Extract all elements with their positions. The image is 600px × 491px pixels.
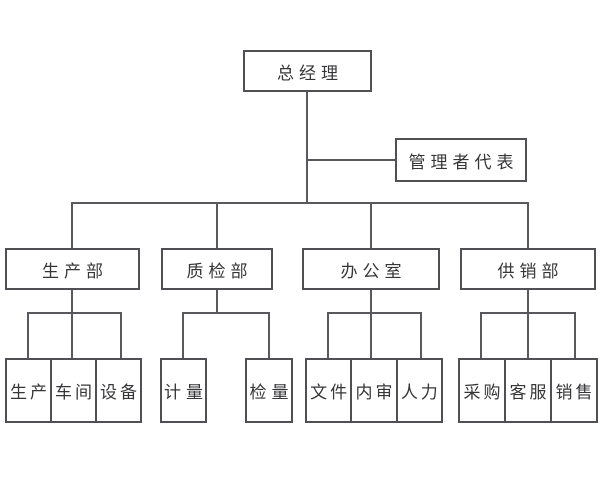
connector-drop-purchasing-unit [480, 312, 482, 358]
internal-audit-unit-label: 内审 [355, 383, 396, 402]
connector-bus-production [27, 312, 122, 314]
connector-drop-equipment-unit [120, 312, 122, 358]
production-units-group: 生产 车间 设备 [5, 358, 142, 423]
connector-drop-hr-unit [420, 312, 422, 358]
documents-unit-label: 文件 [310, 383, 351, 402]
connector-spine-office [370, 290, 372, 358]
sales-unit-label: 销售 [555, 383, 596, 402]
connector-stub-quality [216, 290, 218, 314]
connector-drop-documents-unit [327, 312, 329, 358]
office-units-group: 文件 内审 人力 [305, 358, 443, 423]
hr-unit-label: 人力 [400, 383, 441, 402]
connector-drop-quality [216, 202, 218, 248]
connector-drop-inspection-unit [268, 312, 270, 358]
connector-drop-production-unit [27, 312, 29, 358]
documents-unit: 文件 [307, 360, 350, 421]
connector-bus-quality [182, 312, 270, 314]
connector-bus-supply [480, 312, 576, 314]
connector-spine-production [71, 290, 73, 358]
purchasing-unit-label: 采购 [463, 383, 504, 402]
hr-unit: 人力 [398, 360, 441, 421]
connector-root-trunk [306, 92, 308, 204]
customer-service-unit: 客服 [504, 360, 552, 421]
connector-level2-bus [71, 202, 529, 204]
connector-drop-production [71, 202, 73, 248]
general-manager-label: 总经理 [277, 63, 343, 83]
management-representative-label: 管理者代表 [408, 152, 519, 172]
purchasing-unit: 采购 [460, 360, 504, 421]
management-representative-box: 管理者代表 [395, 138, 527, 182]
sales-unit: 销售 [552, 360, 596, 421]
equipment-unit: 设备 [97, 360, 140, 421]
inspection-unit: 检量 [245, 358, 293, 423]
dept-office-label: 办公室 [340, 261, 407, 281]
general-manager-box: 总经理 [243, 50, 372, 92]
connector-bus-office [327, 312, 422, 314]
production-unit: 生产 [7, 360, 50, 421]
connector-drop-metrology-unit [182, 312, 184, 358]
dept-supply-label: 供销部 [497, 261, 564, 281]
workshop-unit: 车间 [50, 360, 97, 421]
connector-spine-supply [527, 290, 529, 358]
customer-service-unit-label: 客服 [509, 383, 550, 402]
workshop-unit-label: 车间 [55, 383, 95, 402]
dept-production-label: 生产部 [42, 261, 108, 281]
metrology-unit-label: 计量 [164, 383, 208, 402]
inspection-unit-label: 检量 [249, 383, 294, 402]
dept-quality-box: 质检部 [161, 248, 273, 290]
connector-drop-office [370, 202, 372, 248]
connector-drop-sales-unit [574, 312, 576, 358]
supply-units-group: 采购 客服 销售 [458, 358, 598, 423]
dept-office-box: 办公室 [302, 248, 440, 290]
metrology-unit: 计量 [160, 358, 207, 423]
production-unit-label: 生产 [10, 383, 50, 402]
connector-mgmt-rep-branch [306, 159, 395, 161]
dept-production-box: 生产部 [5, 248, 140, 290]
connector-drop-supply [527, 202, 529, 248]
equipment-unit-label: 设备 [100, 383, 140, 402]
internal-audit-unit: 内审 [350, 360, 398, 421]
dept-supply-box: 供销部 [460, 248, 596, 290]
dept-quality-label: 质检部 [186, 261, 253, 281]
